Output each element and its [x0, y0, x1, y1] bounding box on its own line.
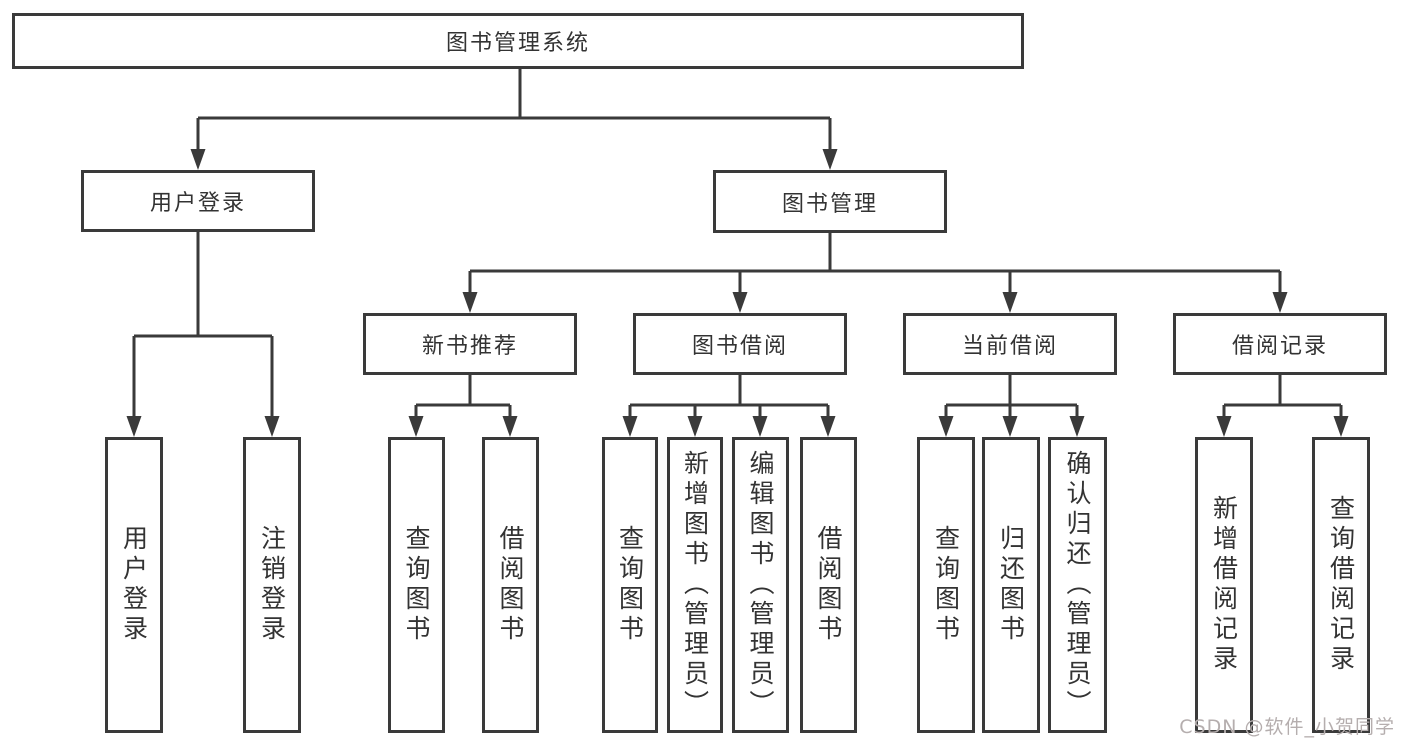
connector-from-user-login — [126, 232, 280, 437]
connector-path — [132, 232, 274, 421]
arrowhead-icon — [1272, 292, 1288, 313]
connector-path — [628, 375, 830, 421]
connector-path — [944, 375, 1079, 421]
connector-path — [414, 375, 512, 421]
node-label-leaf-edit-book: 编辑图书（管理员） — [746, 450, 775, 720]
node-leaf-user-login: 用户登录 — [105, 437, 163, 733]
connector-from-root — [190, 69, 838, 170]
arrowhead-icon — [1069, 416, 1085, 437]
node-leaf-add-record: 新增借阅记录 — [1195, 437, 1253, 733]
node-leaf-add-book: 新增图书（管理员） — [667, 437, 723, 733]
arrowhead-icon — [462, 292, 478, 313]
node-label-leaf-query-book-1: 查询图书 — [402, 525, 431, 645]
node-borrow-records: 借阅记录 — [1173, 313, 1387, 375]
node-label-leaf-query-book-2: 查询图书 — [615, 525, 645, 645]
arrowhead-icon — [752, 416, 768, 437]
node-label-root: 图书管理系统 — [445, 31, 590, 56]
node-label-leaf-user-login: 用户登录 — [119, 525, 149, 645]
node-label-current-borrow: 当前借阅 — [961, 334, 1058, 359]
connector-from-borrow-records — [1216, 375, 1349, 437]
node-label-leaf-query-book-3: 查询图书 — [931, 525, 961, 645]
node-label-leaf-query-record: 查询借阅记录 — [1326, 495, 1356, 675]
node-label-leaf-confirm-return: 确认归还（管理员） — [1063, 450, 1092, 720]
arrowhead-icon — [822, 149, 838, 170]
arrowhead-icon — [820, 416, 836, 437]
arrowhead-icon — [264, 416, 280, 437]
node-root: 图书管理系统 — [12, 13, 1024, 69]
connector-path — [196, 69, 832, 154]
arrowhead-icon — [1002, 292, 1018, 313]
node-label-leaf-add-record: 新增借阅记录 — [1209, 495, 1239, 675]
arrowhead-icon — [502, 416, 518, 437]
arrowhead-icon — [126, 416, 142, 437]
node-current-borrow: 当前借阅 — [903, 313, 1117, 375]
node-leaf-logout: 注销登录 — [243, 437, 301, 733]
node-new-book: 新书推荐 — [363, 313, 577, 375]
node-leaf-query-book-2: 查询图书 — [602, 437, 658, 733]
arrowhead-icon — [938, 416, 954, 437]
node-leaf-edit-book: 编辑图书（管理员） — [732, 437, 789, 733]
node-leaf-query-book-1: 查询图书 — [388, 437, 445, 733]
node-leaf-borrow-book-2: 借阅图书 — [800, 437, 857, 733]
arrowhead-icon — [622, 416, 638, 437]
node-leaf-return-book: 归还图书 — [982, 437, 1040, 733]
node-user-login: 用户登录 — [81, 170, 315, 232]
connector-from-new-book — [408, 375, 518, 437]
arrowhead-icon — [190, 149, 206, 170]
node-leaf-borrow-book-1: 借阅图书 — [482, 437, 539, 733]
node-label-leaf-return-book: 归还图书 — [996, 525, 1026, 645]
connector-path — [1222, 375, 1343, 421]
arrowhead-icon — [1002, 416, 1018, 437]
arrowhead-icon — [1333, 416, 1349, 437]
node-leaf-query-book-3: 查询图书 — [917, 437, 975, 733]
connector-from-current-borrow — [938, 375, 1085, 437]
node-label-book-mgmt: 图书管理 — [781, 191, 878, 217]
node-leaf-query-record: 查询借阅记录 — [1312, 437, 1370, 733]
arrowhead-icon — [408, 416, 424, 437]
connector-from-book-borrow — [622, 375, 836, 437]
node-book-borrow: 图书借阅 — [633, 313, 847, 375]
arrowhead-icon — [732, 292, 748, 313]
node-book-mgmt: 图书管理 — [713, 170, 947, 233]
node-label-book-borrow: 图书借阅 — [691, 334, 788, 359]
node-leaf-confirm-return: 确认归还（管理员） — [1048, 437, 1107, 733]
connector-path — [468, 233, 1282, 297]
node-label-leaf-borrow-book-2: 借阅图书 — [814, 525, 843, 645]
node-label-leaf-add-book: 新增图书（管理员） — [680, 450, 710, 720]
arrowhead-icon — [687, 416, 703, 437]
node-label-leaf-logout: 注销登录 — [257, 525, 287, 645]
csdn-watermark: CSDN @软件_小贺同学 — [1179, 716, 1395, 738]
node-label-user-login: 用户登录 — [149, 191, 246, 216]
node-label-borrow-records: 借阅记录 — [1231, 334, 1328, 359]
arrowhead-icon — [1216, 416, 1232, 437]
node-label-new-book: 新书推荐 — [421, 334, 518, 359]
node-label-leaf-borrow-book-1: 借阅图书 — [496, 525, 525, 645]
connector-from-book-mgmt — [462, 233, 1288, 313]
